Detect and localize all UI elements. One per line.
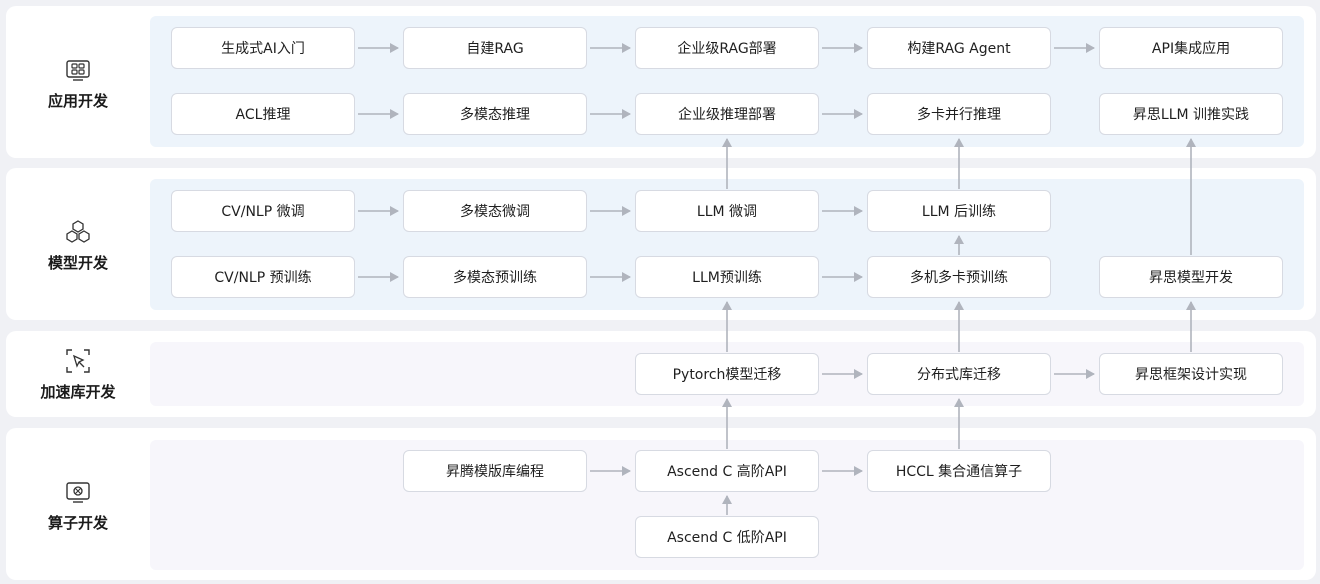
node-llm-finetune[interactable]: LLM 微调 bbox=[635, 190, 819, 232]
node-acl-infer[interactable]: ACL推理 bbox=[171, 93, 355, 135]
node-ascend-c-high[interactable]: Ascend C 高阶API bbox=[635, 450, 819, 492]
node-multi-machine-pretrain[interactable]: 多机多卡预训练 bbox=[867, 256, 1051, 298]
chip-window-icon bbox=[66, 482, 90, 503]
category-label: 算子开发 bbox=[47, 514, 108, 532]
node-llm-pretrain[interactable]: LLM预训练 bbox=[635, 256, 819, 298]
node-pytorch-migration[interactable]: Pytorch模型迁移 bbox=[635, 353, 819, 395]
node-hccl[interactable]: HCCL 集合通信算子 bbox=[867, 450, 1051, 492]
node-llm-post-train[interactable]: LLM 后训练 bbox=[867, 190, 1051, 232]
node-rag-agent[interactable]: 构建RAG Agent bbox=[867, 27, 1051, 69]
node-distributed-migration[interactable]: 分布式库迁移 bbox=[867, 353, 1051, 395]
category-label: 加速库开发 bbox=[40, 383, 116, 401]
node-cv-nlp-pretrain[interactable]: CV/NLP 预训练 bbox=[171, 256, 355, 298]
category-label: 模型开发 bbox=[47, 254, 108, 272]
node-api-app[interactable]: API集成应用 bbox=[1099, 27, 1283, 69]
app-grid-icon bbox=[66, 60, 90, 81]
node-mm-pretrain[interactable]: 多模态预训练 bbox=[403, 256, 587, 298]
node-shengsi-llm[interactable]: 昇思LLM 训推实践 bbox=[1099, 93, 1283, 135]
node-self-rag[interactable]: 自建RAG bbox=[403, 27, 587, 69]
category-accel-dev: 加速库开发 bbox=[18, 347, 138, 402]
category-app-dev: 应用开发 bbox=[18, 56, 138, 111]
node-template-lib[interactable]: 昇腾模版库编程 bbox=[403, 450, 587, 492]
category-label: 应用开发 bbox=[47, 92, 108, 110]
node-enterprise-rag[interactable]: 企业级RAG部署 bbox=[635, 27, 819, 69]
node-shengsi-framework[interactable]: 昇思框架设计实现 bbox=[1099, 353, 1283, 395]
node-shengsi-model[interactable]: 昇思模型开发 bbox=[1099, 256, 1283, 298]
node-multi-card-infer[interactable]: 多卡并行推理 bbox=[867, 93, 1051, 135]
node-cv-nlp-finetune[interactable]: CV/NLP 微调 bbox=[171, 190, 355, 232]
node-ascend-c-low[interactable]: Ascend C 低阶API bbox=[635, 516, 819, 558]
cursor-select-icon bbox=[66, 349, 90, 373]
category-operator-dev: 算子开发 bbox=[18, 478, 138, 533]
category-model-dev: 模型开发 bbox=[18, 218, 138, 273]
node-enterprise-infer[interactable]: 企业级推理部署 bbox=[635, 93, 819, 135]
node-gen-ai-intro[interactable]: 生成式AI入门 bbox=[171, 27, 355, 69]
cubes-icon bbox=[66, 220, 90, 243]
node-mm-infer[interactable]: 多模态推理 bbox=[403, 93, 587, 135]
node-mm-finetune[interactable]: 多模态微调 bbox=[403, 190, 587, 232]
